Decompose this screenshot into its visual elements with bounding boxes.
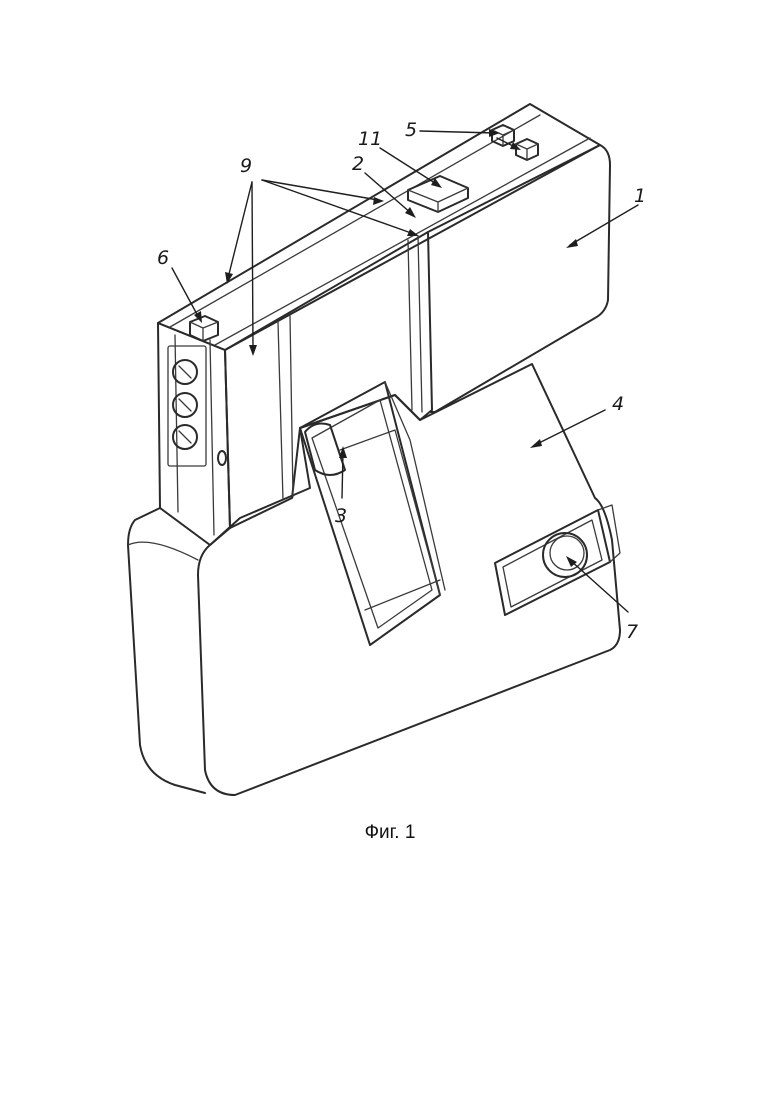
gauge-window	[495, 505, 620, 615]
block-11	[408, 176, 468, 212]
callout-5: 5	[405, 119, 417, 141]
upper-housing	[158, 104, 610, 545]
callout-7: 7	[626, 621, 638, 643]
callout-9: 9	[240, 155, 252, 177]
callout-2: 2	[352, 153, 364, 175]
leader-lines	[172, 129, 638, 612]
callout-4: 4	[612, 393, 624, 415]
callout-1: 1	[634, 185, 646, 207]
base-housing	[128, 364, 620, 795]
figure-caption: Фиг. 1	[0, 822, 780, 844]
button-6	[190, 316, 218, 341]
callout-11: 11	[358, 128, 382, 150]
buttons-5	[492, 125, 538, 160]
callout-3: 3	[335, 505, 347, 527]
callout-6: 6	[157, 247, 169, 269]
